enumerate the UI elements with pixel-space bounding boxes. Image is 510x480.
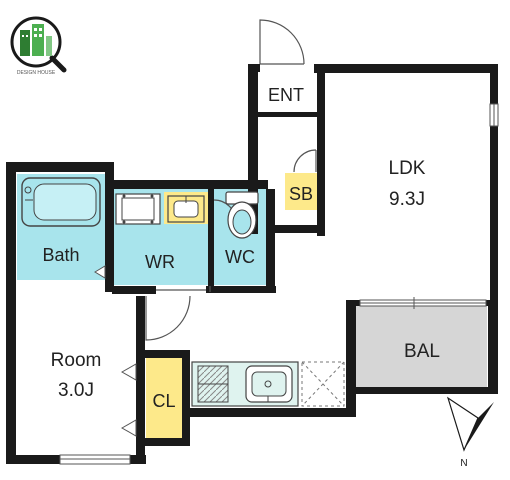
sb-label: SB [289, 184, 313, 204]
wall-markers [94, 265, 137, 437]
ldk-label: LDK [389, 158, 426, 179]
sb-area [285, 173, 317, 210]
fridge-space [301, 361, 345, 407]
wr-label: WR [145, 252, 175, 272]
cl-area [146, 358, 184, 440]
washing-machine [115, 193, 161, 225]
balcony-area [354, 306, 487, 392]
toilet [225, 191, 259, 239]
cl-label: CL [152, 391, 175, 411]
logo-text: DESIGN HOUSE [17, 70, 56, 76]
walls [6, 64, 498, 464]
north-compass: N [446, 396, 494, 469]
room-size: 3.0J [58, 380, 94, 401]
wc-label: WC [225, 247, 255, 267]
bal-label: BAL [404, 341, 440, 362]
bath-label: Bath [42, 245, 79, 265]
ldk-size: 9.3J [389, 189, 425, 210]
ent-label: ENT [268, 85, 304, 105]
windows [59, 103, 499, 465]
north-label: N [460, 458, 467, 469]
bathtub [21, 177, 101, 227]
logo: DESIGN HOUSE [10, 16, 67, 76]
washbasin [167, 195, 205, 223]
kitchen-counter [191, 361, 299, 407]
room-label: Room [51, 350, 102, 371]
